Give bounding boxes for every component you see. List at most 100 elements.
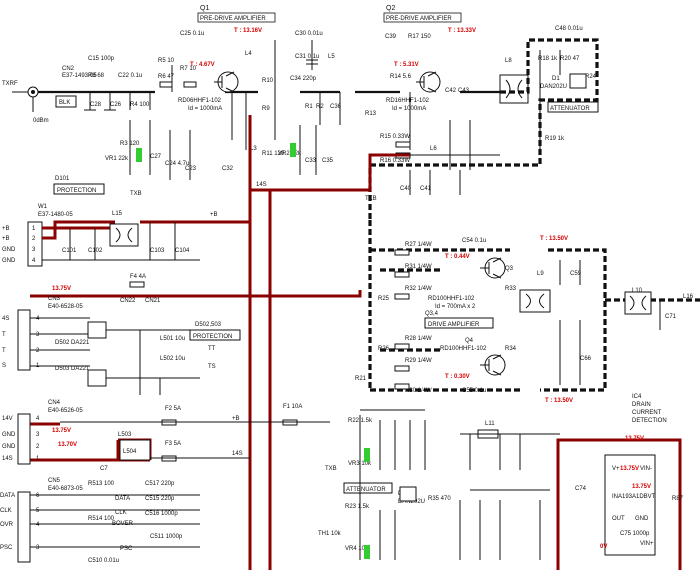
svg-text:C40: C40 bbox=[400, 186, 412, 192]
svg-text:GND: GND bbox=[2, 432, 16, 438]
svg-text:C511 1000p: C511 1000p bbox=[150, 534, 183, 540]
svg-text:R13: R13 bbox=[365, 111, 377, 117]
q1-input-network: C15 100p R8 68 C22 0.1u C25 0.1u R7 10 R… bbox=[84, 31, 204, 111]
drive-dashed-path bbox=[368, 220, 700, 392]
svg-text:14S: 14S bbox=[2, 456, 13, 462]
svg-text:F3 5A: F3 5A bbox=[165, 441, 181, 447]
svg-text:4: 4 bbox=[36, 522, 40, 528]
svg-text:S: S bbox=[2, 363, 6, 369]
svg-text:VR1 22k: VR1 22k bbox=[105, 156, 129, 162]
svg-text:DATA: DATA bbox=[115, 496, 130, 502]
svg-text:ATTENUATOR: ATTENUATOR bbox=[550, 106, 590, 112]
svg-text:R31 1/4W: R31 1/4W bbox=[405, 264, 432, 270]
svg-text:4: 4 bbox=[36, 416, 40, 422]
svg-text:DRAIN: DRAIN bbox=[632, 402, 651, 408]
svg-text:+B: +B bbox=[210, 212, 218, 218]
power-bus-in bbox=[42, 220, 115, 240]
svg-text:T: T bbox=[2, 332, 6, 338]
svg-text:R87: R87 bbox=[672, 496, 684, 502]
svg-text:Q4: Q4 bbox=[465, 338, 474, 344]
svg-text:R9: R9 bbox=[262, 106, 270, 112]
svg-text:Q3: Q3 bbox=[505, 266, 514, 272]
svg-text:5: 5 bbox=[36, 508, 40, 514]
svg-text:2: 2 bbox=[36, 348, 40, 354]
q1-transistor: Q1 PRE-DRIVE AMPLIFIER RD06HHF1-102 Id =… bbox=[178, 5, 276, 112]
svg-text:L502 10u: L502 10u bbox=[160, 356, 185, 362]
svg-text:DAN202U: DAN202U bbox=[398, 499, 425, 505]
voltage-t4: T : 5.31V bbox=[394, 62, 419, 68]
svg-text:L5: L5 bbox=[328, 54, 335, 60]
voltage-v2: 13.75V bbox=[52, 428, 71, 434]
svg-text:V+: V+ bbox=[612, 466, 620, 472]
svg-text:R19 1k: R19 1k bbox=[545, 136, 565, 142]
svg-text:C71: C71 bbox=[665, 314, 677, 320]
voltage-v5: 13.75V bbox=[620, 466, 639, 472]
svg-text:D101: D101 bbox=[55, 176, 70, 182]
svg-text:INA193A1DBVT: INA193A1DBVT bbox=[612, 494, 656, 500]
svg-text:1: 1 bbox=[32, 226, 36, 232]
svg-text:R33: R33 bbox=[505, 286, 517, 292]
svg-text:R25: R25 bbox=[378, 296, 390, 302]
svg-text:R23 1.5k: R23 1.5k bbox=[345, 504, 370, 510]
q3-transistor: Q3 RD100HHF1-102 Id = 700mA x 2 bbox=[428, 257, 514, 310]
svg-text:C15 100p: C15 100p bbox=[88, 56, 115, 62]
svg-text:6: 6 bbox=[36, 493, 40, 499]
svg-text:L15: L15 bbox=[112, 211, 123, 217]
svg-text:R30 1/4W: R30 1/4W bbox=[405, 388, 432, 394]
svg-text:C43: C43 bbox=[458, 88, 470, 94]
svg-text:OUT: OUT bbox=[612, 516, 625, 522]
svg-text:RD100HHF1-102: RD100HHF1-102 bbox=[440, 346, 487, 352]
svg-text:CN4: CN4 bbox=[48, 400, 61, 406]
svg-text:R8 68: R8 68 bbox=[88, 73, 105, 79]
q4-transistor: Q4 RD100HHF1-102 bbox=[440, 338, 506, 376]
svg-text:3: 3 bbox=[36, 432, 40, 438]
voltage-t3: T : 4.67V bbox=[190, 62, 215, 68]
svg-text:TH1 10k: TH1 10k bbox=[318, 531, 342, 537]
power-bus-vertical bbox=[248, 115, 272, 570]
svg-text:Id = 700mA x 2: Id = 700mA x 2 bbox=[435, 304, 476, 310]
svg-text:R22 1.5k: R22 1.5k bbox=[348, 418, 373, 424]
svg-text:R4 100: R4 100 bbox=[130, 102, 150, 108]
svg-text:L8: L8 bbox=[505, 58, 512, 64]
svg-text:C32: C32 bbox=[222, 166, 234, 172]
svg-text:C516 1000p: C516 1000p bbox=[145, 511, 178, 517]
svg-text:R14 5.6: R14 5.6 bbox=[390, 74, 412, 80]
q3-q4-bias: C54 0.1u R27 1/4W R31 1/4W R32 1/4W R28 … bbox=[355, 238, 486, 394]
svg-text:TXRF: TXRF bbox=[2, 81, 18, 87]
svg-text:4: 4 bbox=[32, 258, 36, 264]
voltage-t5: T : 13.50V bbox=[540, 236, 568, 242]
svg-text:L4: L4 bbox=[245, 51, 252, 57]
svg-text:TXB: TXB bbox=[325, 466, 337, 472]
svg-text:CN21: CN21 bbox=[145, 298, 161, 304]
svg-text:R21: R21 bbox=[355, 376, 367, 382]
svg-text:R26: R26 bbox=[378, 346, 390, 352]
svg-text:W1: W1 bbox=[38, 204, 48, 210]
svg-text:C517 220p: C517 220p bbox=[145, 481, 175, 487]
svg-text:C102: C102 bbox=[88, 248, 103, 254]
svg-text:R6 47: R6 47 bbox=[158, 74, 175, 80]
svg-text:T: T bbox=[2, 348, 6, 354]
svg-text:VIN+: VIN+ bbox=[640, 541, 654, 547]
svg-text:VIN-: VIN- bbox=[640, 466, 652, 472]
svg-text:L6: L6 bbox=[430, 146, 437, 152]
net-14s: 14S bbox=[256, 182, 267, 188]
svg-text:L10: L10 bbox=[632, 288, 643, 294]
svg-text:14V: 14V bbox=[2, 416, 13, 422]
l11-filter: L11 bbox=[459, 421, 560, 560]
svg-text:C48 0.01u: C48 0.01u bbox=[555, 26, 583, 32]
gate-dashed bbox=[380, 268, 440, 352]
svg-text:TXB: TXB bbox=[130, 191, 142, 197]
voltage-v6: 13.75V bbox=[632, 484, 651, 490]
ic4-bus bbox=[556, 438, 682, 570]
svg-text:R7 10: R7 10 bbox=[180, 66, 197, 72]
svg-text:C103: C103 bbox=[150, 248, 165, 254]
svg-text:2: 2 bbox=[36, 444, 40, 450]
svg-text:CURRENT: CURRENT bbox=[632, 410, 662, 416]
svg-text:PROTECTION: PROTECTION bbox=[193, 334, 232, 340]
svg-text:CN3: CN3 bbox=[48, 296, 61, 302]
svg-text:Id = 1000mA: Id = 1000mA bbox=[188, 106, 222, 112]
svg-text:Q1: Q1 bbox=[200, 5, 209, 12]
svg-text:TT: TT bbox=[208, 346, 216, 352]
d502-d503-protection: D502 DA221 D503 DA221 D502,503 PROTECTIO… bbox=[55, 321, 241, 395]
